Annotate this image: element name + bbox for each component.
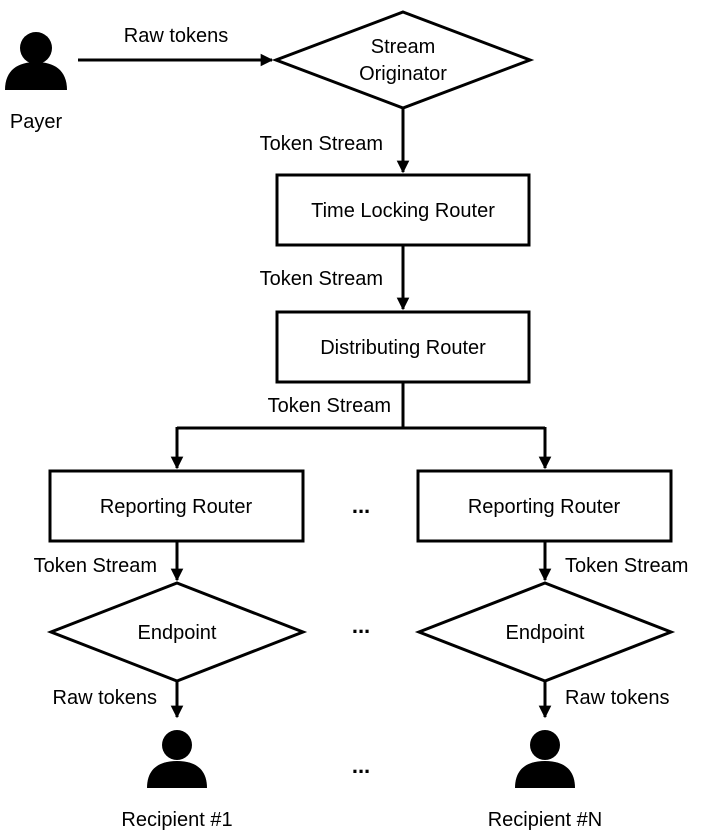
edge-label-token-stream-3: Token Stream [268, 395, 391, 417]
distributing-router-node [275, 310, 531, 384]
endpoint-n-node [414, 581, 676, 683]
edge-label-token-stream-2: Token Stream [260, 268, 383, 290]
endpoint-1-label: Endpoint [138, 622, 217, 644]
ellipsis-reporting: ... [352, 493, 370, 518]
payer-icon [5, 32, 67, 90]
recipient-n-icon [515, 730, 575, 788]
endpoint-n-label: Endpoint [506, 622, 585, 644]
stream-originator-label-line1: Stream [371, 36, 435, 58]
edge-label-raw-tokens: Raw tokens [124, 25, 229, 47]
endpoint-1-node [46, 581, 308, 683]
edge-label-raw-tokens-1: Raw tokens [53, 687, 158, 709]
reporting-router-n-label: Reporting Router [468, 496, 621, 518]
reporting-router-1-node [48, 469, 305, 543]
stream-originator-label-line2: Originator [359, 63, 447, 85]
time-locking-router-label: Time Locking Router [311, 200, 495, 222]
ellipsis-endpoint: ... [352, 613, 370, 638]
distributing-router-label: Distributing Router [320, 337, 486, 359]
edge-label-token-stream-5: Token Stream [565, 555, 688, 577]
edge-label-token-stream-1: Token Stream [260, 133, 383, 155]
edge-label-raw-tokens-2: Raw tokens [565, 687, 670, 709]
recipient-n-label: Recipient #N [488, 809, 603, 831]
payer-label: Payer [10, 111, 63, 133]
reporting-router-1-label: Reporting Router [100, 496, 253, 518]
time-locking-router-node [275, 173, 531, 247]
stream-originator-node [271, 10, 535, 110]
edge-label-token-stream-4: Token Stream [34, 555, 157, 577]
reporting-router-n-node [416, 469, 673, 543]
recipient-1-icon [147, 730, 207, 788]
recipient-1-label: Recipient #1 [121, 809, 232, 831]
ellipsis-recipients: ... [352, 753, 370, 778]
